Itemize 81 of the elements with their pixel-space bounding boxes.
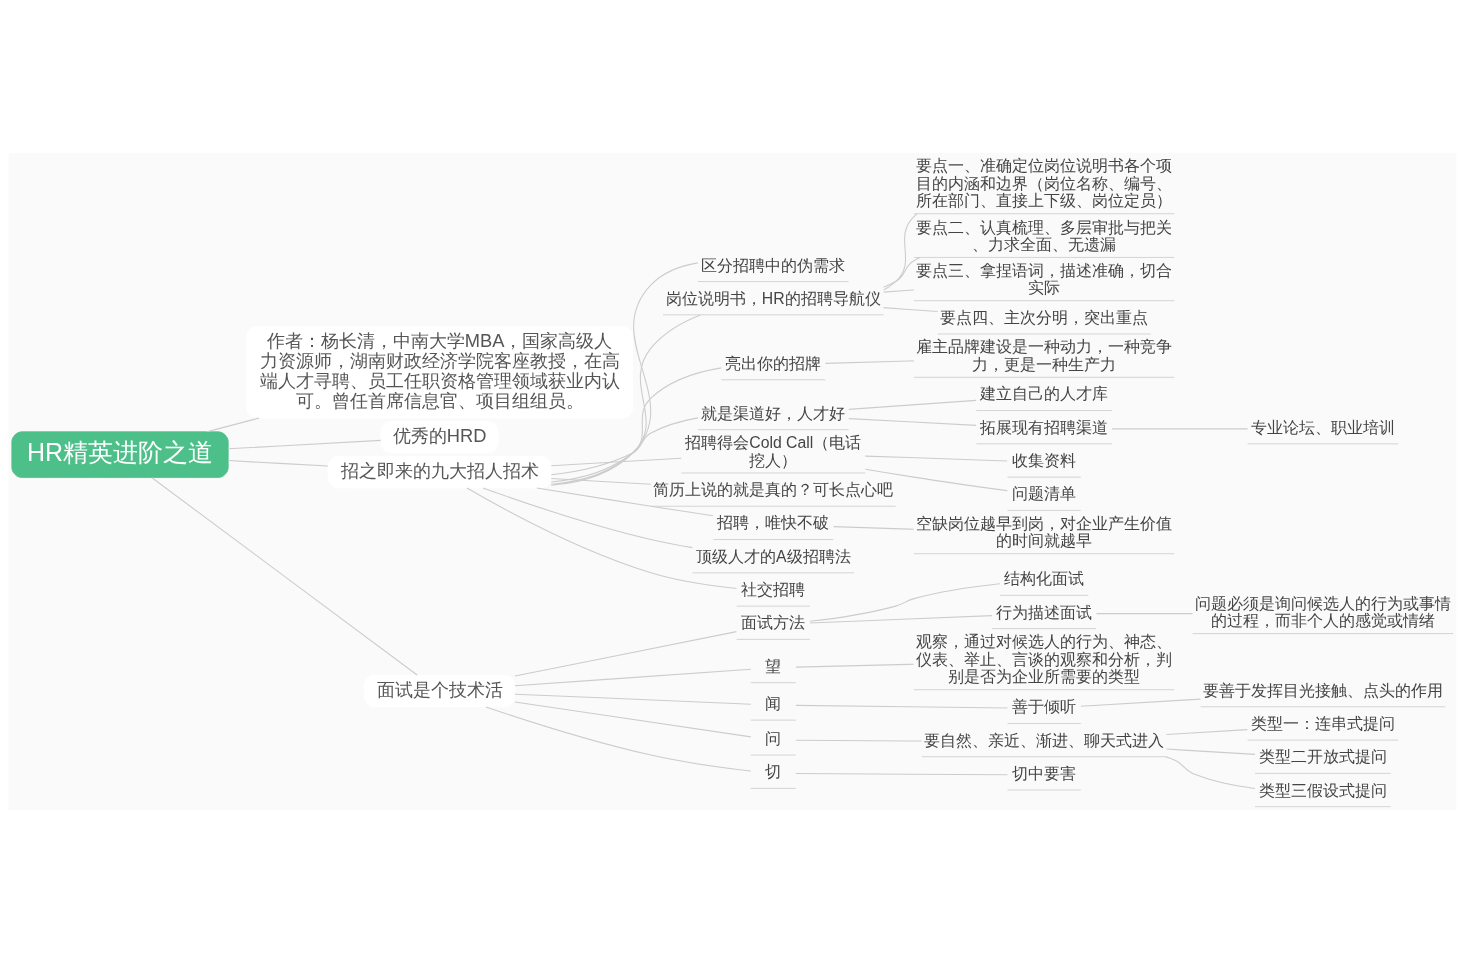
connector <box>795 772 1008 775</box>
node-text: 问题必须是询问候选人的行为或事情的过程，而非个人的感觉或情绪 <box>1194 594 1451 629</box>
connector <box>833 525 915 530</box>
node-text: 岗位说明书，HR的招聘导航仪 <box>665 289 881 307</box>
node-text: 顶级人才的A级招聘法 <box>696 547 851 565</box>
node-text: 结构化面试 <box>1004 569 1085 587</box>
node-text: 简历上说的就是真的？可长点心吧 <box>653 480 894 498</box>
connector <box>227 459 329 467</box>
connector <box>864 468 1008 491</box>
node-text: 观察，通过对候选人的行为、神态、仪表、举止、言谈的观察和分析，判别是否为企业所需要的类型 <box>916 632 1173 685</box>
connector <box>514 701 752 737</box>
connector <box>1166 748 1256 755</box>
connector <box>550 313 701 485</box>
connector <box>1111 427 1249 429</box>
connector <box>1166 728 1248 735</box>
node-text: 要点一、准确定位岗位说明书各个项目的内涵和边界（岗位名称、编号、所在部门、直接上下级、岗位定员） <box>916 156 1173 209</box>
node-text: 善于倾听 <box>1012 697 1077 715</box>
connector <box>824 359 915 364</box>
connector <box>514 630 737 677</box>
node-text: 望 <box>765 657 782 675</box>
node-text: 面试方法 <box>741 613 806 631</box>
connector <box>151 476 418 675</box>
node-text: 招之即来的九大招人招术 <box>340 459 539 481</box>
connector <box>536 486 714 516</box>
node-text: 问 <box>765 729 782 747</box>
connector <box>883 212 918 291</box>
connector <box>466 486 737 589</box>
node-text: 区分招聘中的伪需求 <box>701 256 846 273</box>
connector <box>809 582 1001 622</box>
connector <box>848 417 977 426</box>
node-text: 面试是个技术活 <box>376 678 503 700</box>
node-text: 类型三假设式提问 <box>1258 781 1387 799</box>
connector <box>227 439 382 449</box>
connector <box>864 455 1008 461</box>
connector <box>206 417 260 432</box>
node-text: 要点四、主次分明，突出重点 <box>940 308 1149 326</box>
node-text: 类型二开放式提问 <box>1258 747 1387 765</box>
connector <box>883 306 939 312</box>
node-text: 行为描述面试 <box>996 603 1093 621</box>
connector <box>514 668 752 686</box>
connector <box>550 457 682 466</box>
node-text: 招聘得会Cold Call（电话挖人） <box>685 433 862 469</box>
connector <box>848 399 977 410</box>
connector <box>795 663 915 668</box>
node-text: 招聘，唯快不破 <box>717 513 830 531</box>
node-text: 作者：杨长清，中南大学MBA，国家高级人力资源师，湖南财政经济学院客座教授，在高端人才寻聘、员工任职资格管理领域获业内认可。曾任首席信息官、项目组组员。 <box>259 329 620 411</box>
node-text: 拓展现有招聘渠道 <box>980 418 1109 436</box>
connector <box>550 261 699 486</box>
node-text: 问题清单 <box>1012 484 1077 502</box>
node-text: 切 <box>765 762 782 780</box>
node-text: 切中要害 <box>1012 764 1077 782</box>
connector <box>1165 755 1256 789</box>
connector <box>795 739 923 742</box>
node-text: 建立自己的人才库 <box>980 384 1109 402</box>
connector <box>809 614 993 623</box>
node-text: 要善于发挥目光接触、点头的作用 <box>1202 681 1443 699</box>
node-text: 要点三、拿捏语词，描述准确，切合实际 <box>916 261 1173 296</box>
node-text: 社交招聘 <box>741 580 806 598</box>
connector <box>514 693 752 705</box>
node-text: 闻 <box>765 694 782 712</box>
node-text: 就是渠道好，人才好 <box>701 404 846 422</box>
connector <box>795 704 1008 709</box>
connector <box>550 366 722 482</box>
node-text: 亮出你的招牌 <box>725 354 822 372</box>
connector <box>1095 612 1194 614</box>
node-text: 空缺岗位越早到岗，对企业产生价值的时间就越早 <box>916 514 1173 549</box>
connector <box>485 705 752 772</box>
node-text: 雇主品牌建设是一种动力，一种竞争力，更是一种生产力 <box>916 337 1173 373</box>
node-text: 优秀的HRD <box>392 424 487 446</box>
connector <box>883 288 915 293</box>
connector <box>1080 698 1202 707</box>
node-text: 类型一：连串式提问 <box>1250 714 1395 732</box>
connector <box>883 256 921 288</box>
node-text: 要点二、认真梳理、多层审批与把关、力求全面、无遗漏 <box>916 218 1173 253</box>
connector <box>550 416 699 475</box>
node-text: 收集资料 <box>1012 451 1077 469</box>
node-box: HR精英进阶之道 <box>11 430 229 478</box>
connector <box>482 486 693 548</box>
connector <box>550 477 652 485</box>
node-text: 要自然、亲近、渐进、聊天式进入 <box>924 731 1165 749</box>
node-text: 专业论坛、职业培训 <box>1250 418 1395 436</box>
